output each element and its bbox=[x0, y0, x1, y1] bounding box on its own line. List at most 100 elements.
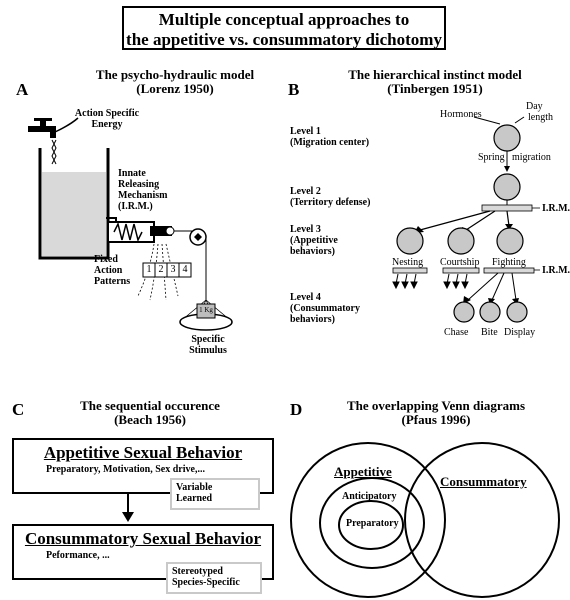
appetitive-box-title: Appetitive Sexual Behavior bbox=[43, 443, 243, 462]
node-courtship bbox=[447, 227, 475, 255]
label-irm-line1: Innate bbox=[118, 168, 146, 179]
level-3-line1: Level 3 bbox=[290, 224, 321, 235]
spring-label: Spring bbox=[478, 152, 505, 163]
venn-anticipatory-label: Anticipatory bbox=[342, 491, 397, 502]
node-level2 bbox=[493, 173, 521, 201]
venn-anticipatory-circle bbox=[319, 477, 425, 569]
panel-a-title: The psycho-hydraulic model (Lorenz 1950) bbox=[60, 68, 290, 96]
faucet-icon bbox=[28, 117, 79, 138]
bite-label: Bite bbox=[481, 327, 498, 338]
tag2-line1: Stereotyped bbox=[172, 566, 223, 577]
level-3-line3: behaviors) bbox=[290, 246, 335, 257]
main-title-box: Multiple conceptual approaches to the ap… bbox=[122, 6, 446, 50]
irm-valve bbox=[107, 221, 196, 243]
variable-learned-tag: Variable Learned bbox=[170, 478, 260, 510]
trough-cell-4: 4 bbox=[182, 264, 188, 275]
scale-pan bbox=[179, 299, 233, 331]
weight-label: 1 Kg bbox=[199, 306, 213, 314]
tag1-line2: Learned bbox=[176, 493, 213, 504]
panel-d-title-line1: The overlapping Venn diagrams bbox=[346, 398, 526, 413]
panel-b-title-line1: The hierarchical instinct model bbox=[348, 67, 522, 82]
node-fighting bbox=[496, 227, 524, 255]
venn-appetitive-circle bbox=[290, 442, 446, 598]
nesting-label: Nesting bbox=[392, 257, 424, 268]
day-label: Day bbox=[526, 101, 543, 112]
irm-label-level3: I.R.M. bbox=[542, 265, 570, 276]
node-bite bbox=[479, 301, 501, 323]
panel-a-title-line2: (Lorenz 1950) bbox=[136, 81, 214, 96]
label-energy-line2: Energy bbox=[91, 119, 123, 130]
label-fap: Fixed Action Patterns bbox=[94, 254, 130, 287]
pulley-icon bbox=[189, 228, 207, 300]
appetitive-box: Appetitive Sexual Behavior Preparatory, … bbox=[12, 438, 274, 494]
trough-cell-2: 2 bbox=[158, 264, 164, 275]
panel-d-letter: D bbox=[290, 400, 303, 419]
fighting-label: Fighting bbox=[492, 257, 526, 268]
courtship-label: Courtship bbox=[440, 257, 480, 268]
tag1-line1: Variable bbox=[176, 482, 213, 493]
energy-tank bbox=[38, 148, 117, 260]
label-stimulus-line2: Stimulus bbox=[189, 345, 227, 356]
label-irm-line3: Mechanism bbox=[118, 190, 168, 201]
venn-appetitive-label: Appetitive bbox=[334, 464, 392, 479]
panel-b-title-line2: (Tinbergen 1951) bbox=[387, 81, 483, 96]
level-2-line2: (Territory defense) bbox=[290, 197, 371, 208]
panel-c-title: The sequential occurence (Beach 1956) bbox=[40, 399, 260, 427]
venn-consummatory-circle bbox=[404, 442, 560, 598]
trough-cell-1: 1 bbox=[146, 264, 152, 275]
label-stimulus: Specific Stimulus bbox=[186, 334, 230, 356]
consummatory-box-title: Consummatory Sexual Behavior bbox=[24, 529, 262, 548]
label-irm: Innate Releasing Mechanism (I.R.M.) bbox=[118, 168, 167, 212]
stereotyped-tag: Stereotyped Species-Specific bbox=[166, 562, 262, 594]
energy-drops-icon bbox=[51, 139, 57, 165]
level-3-line2: (Appetitive bbox=[290, 235, 338, 246]
level-4-line2: (Consummatory bbox=[290, 303, 360, 314]
label-stimulus-line1: Specific bbox=[191, 334, 225, 345]
panel-d-title-line2: (Pfaus 1996) bbox=[401, 412, 471, 427]
appetitive-box-sub: Preparatory, Motivation, Sex drive,... bbox=[46, 464, 205, 475]
panel-c-title-line2: (Beach 1956) bbox=[114, 412, 186, 427]
panel-c-letter: C bbox=[12, 400, 25, 419]
venn-preparatory-label: Preparatory bbox=[346, 518, 399, 529]
label-energy: Action Specific Energy bbox=[72, 108, 142, 130]
sequence-arrow bbox=[122, 494, 134, 522]
label-irm-line4: (I.R.M.) bbox=[118, 201, 153, 212]
level-1-line1: Level 1 bbox=[290, 126, 321, 137]
panel-a-title-line1: The psycho-hydraulic model bbox=[95, 67, 255, 82]
level-4-line3: behaviors) bbox=[290, 314, 335, 325]
migration-label: migration bbox=[512, 152, 551, 163]
label-fap-line2: Action bbox=[94, 265, 123, 276]
label-energy-line1: Action Specific bbox=[74, 108, 140, 119]
node-nesting bbox=[396, 227, 424, 255]
venn-preparatory-circle bbox=[338, 500, 404, 550]
tag2-line2: Species-Specific bbox=[172, 577, 240, 588]
display-label: Display bbox=[504, 327, 536, 338]
main-title-line1: Multiple conceptual approaches to bbox=[158, 10, 410, 29]
venn-consummatory-label: Consummatory bbox=[440, 474, 527, 489]
level-1-label: Level 1 (Migration center) bbox=[290, 126, 369, 148]
node-level1 bbox=[493, 124, 521, 152]
level-3-label: Level 3 (Appetitive behaviors) bbox=[290, 224, 338, 257]
main-title-line2: the appetitive vs. consummatory dichotom… bbox=[126, 30, 442, 49]
irm-label-level2: I.R.M. bbox=[542, 203, 570, 214]
panel-a-letter: A bbox=[16, 80, 29, 99]
label-fap-line3: Patterns bbox=[94, 276, 131, 287]
level-1-line2: (Migration center) bbox=[290, 137, 370, 148]
level-4-line1: Level 4 bbox=[290, 292, 321, 303]
venn-diagram bbox=[290, 442, 560, 598]
label-irm-line2: Releasing bbox=[118, 179, 160, 190]
level-4-label: Level 4 (Consummatory behaviors) bbox=[290, 292, 360, 325]
irm-bar-level2 bbox=[481, 204, 533, 212]
length-label: length bbox=[528, 112, 553, 123]
hormones-label: Hormones bbox=[440, 109, 482, 120]
chase-label: Chase bbox=[444, 327, 469, 338]
trough-cell-3: 3 bbox=[170, 264, 176, 275]
node-display bbox=[506, 301, 528, 323]
panel-d-title: The overlapping Venn diagrams (Pfaus 199… bbox=[316, 399, 556, 427]
panel-b-letter: B bbox=[288, 80, 300, 99]
node-chase bbox=[453, 301, 475, 323]
panel-b-drawing bbox=[392, 116, 540, 323]
level-2-label: Level 2 (Territory defense) bbox=[290, 186, 370, 208]
level-2-line1: Level 2 bbox=[290, 186, 321, 197]
